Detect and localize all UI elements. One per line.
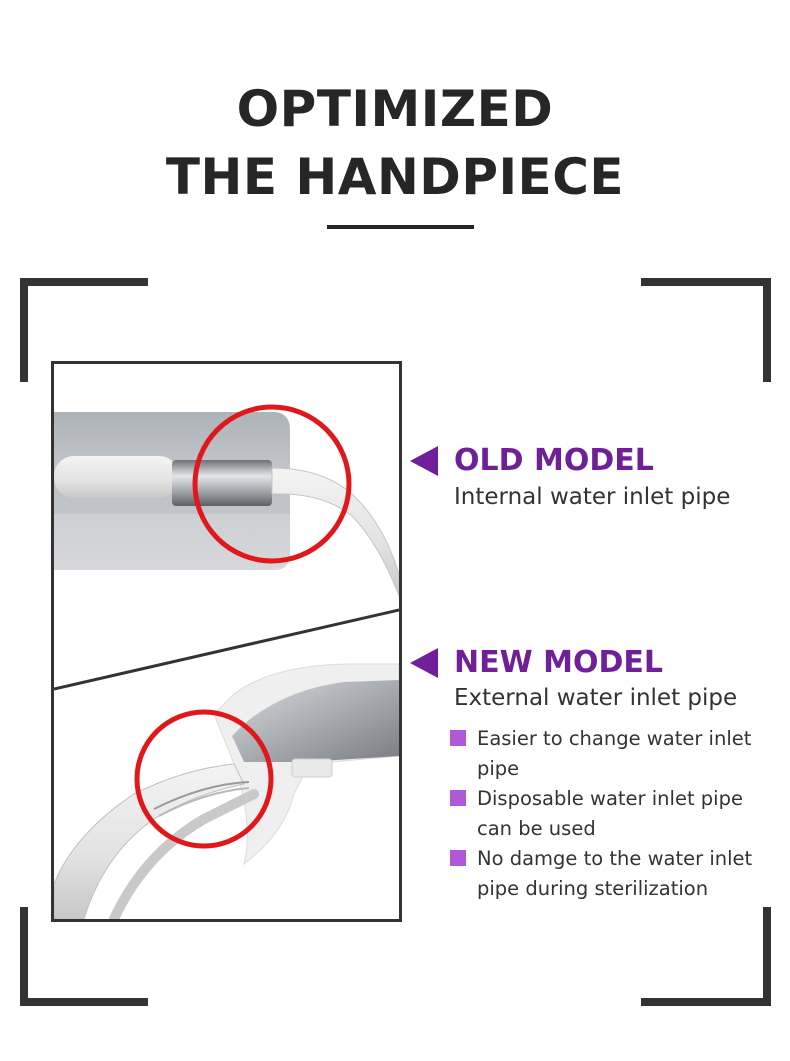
handpiece-comparison-image — [51, 361, 402, 922]
triangle-left-icon — [410, 446, 438, 476]
new-model-photo — [54, 663, 399, 919]
old-model-photo — [54, 364, 399, 614]
new-model-highlight-circle — [134, 709, 274, 849]
new-model-title: NEW MODEL — [454, 645, 664, 680]
feature-text: No damge to the water inlet pipe during … — [477, 847, 753, 900]
square-bullet-icon — [450, 850, 466, 866]
feature-text: Disposable water inlet pipe can be used — [477, 787, 743, 840]
triangle-left-icon — [410, 648, 438, 678]
page-title-line-2: THE HANDPIECE — [165, 148, 625, 206]
list-item: Disposable water inlet pipe can be used — [450, 784, 780, 844]
handpiece-illustration — [54, 364, 399, 919]
photo-divider — [54, 608, 399, 691]
old-model-subtitle: Internal water inlet pipe — [454, 484, 731, 510]
old-model-title: OLD MODEL — [454, 443, 654, 478]
new-model-feature-list: Easier to change water inlet pipe Dispos… — [450, 724, 780, 904]
old-model-highlight-circle — [192, 404, 352, 564]
square-bullet-icon — [450, 730, 466, 746]
page-title-line-1: OPTIMIZED — [236, 80, 554, 138]
list-item: Easier to change water inlet pipe — [450, 724, 780, 784]
title-underline — [327, 225, 474, 229]
feature-text: Easier to change water inlet pipe — [477, 727, 752, 780]
list-item: No damge to the water inlet pipe during … — [450, 844, 780, 904]
new-model-subtitle: External water inlet pipe — [454, 685, 738, 711]
square-bullet-icon — [450, 790, 466, 806]
